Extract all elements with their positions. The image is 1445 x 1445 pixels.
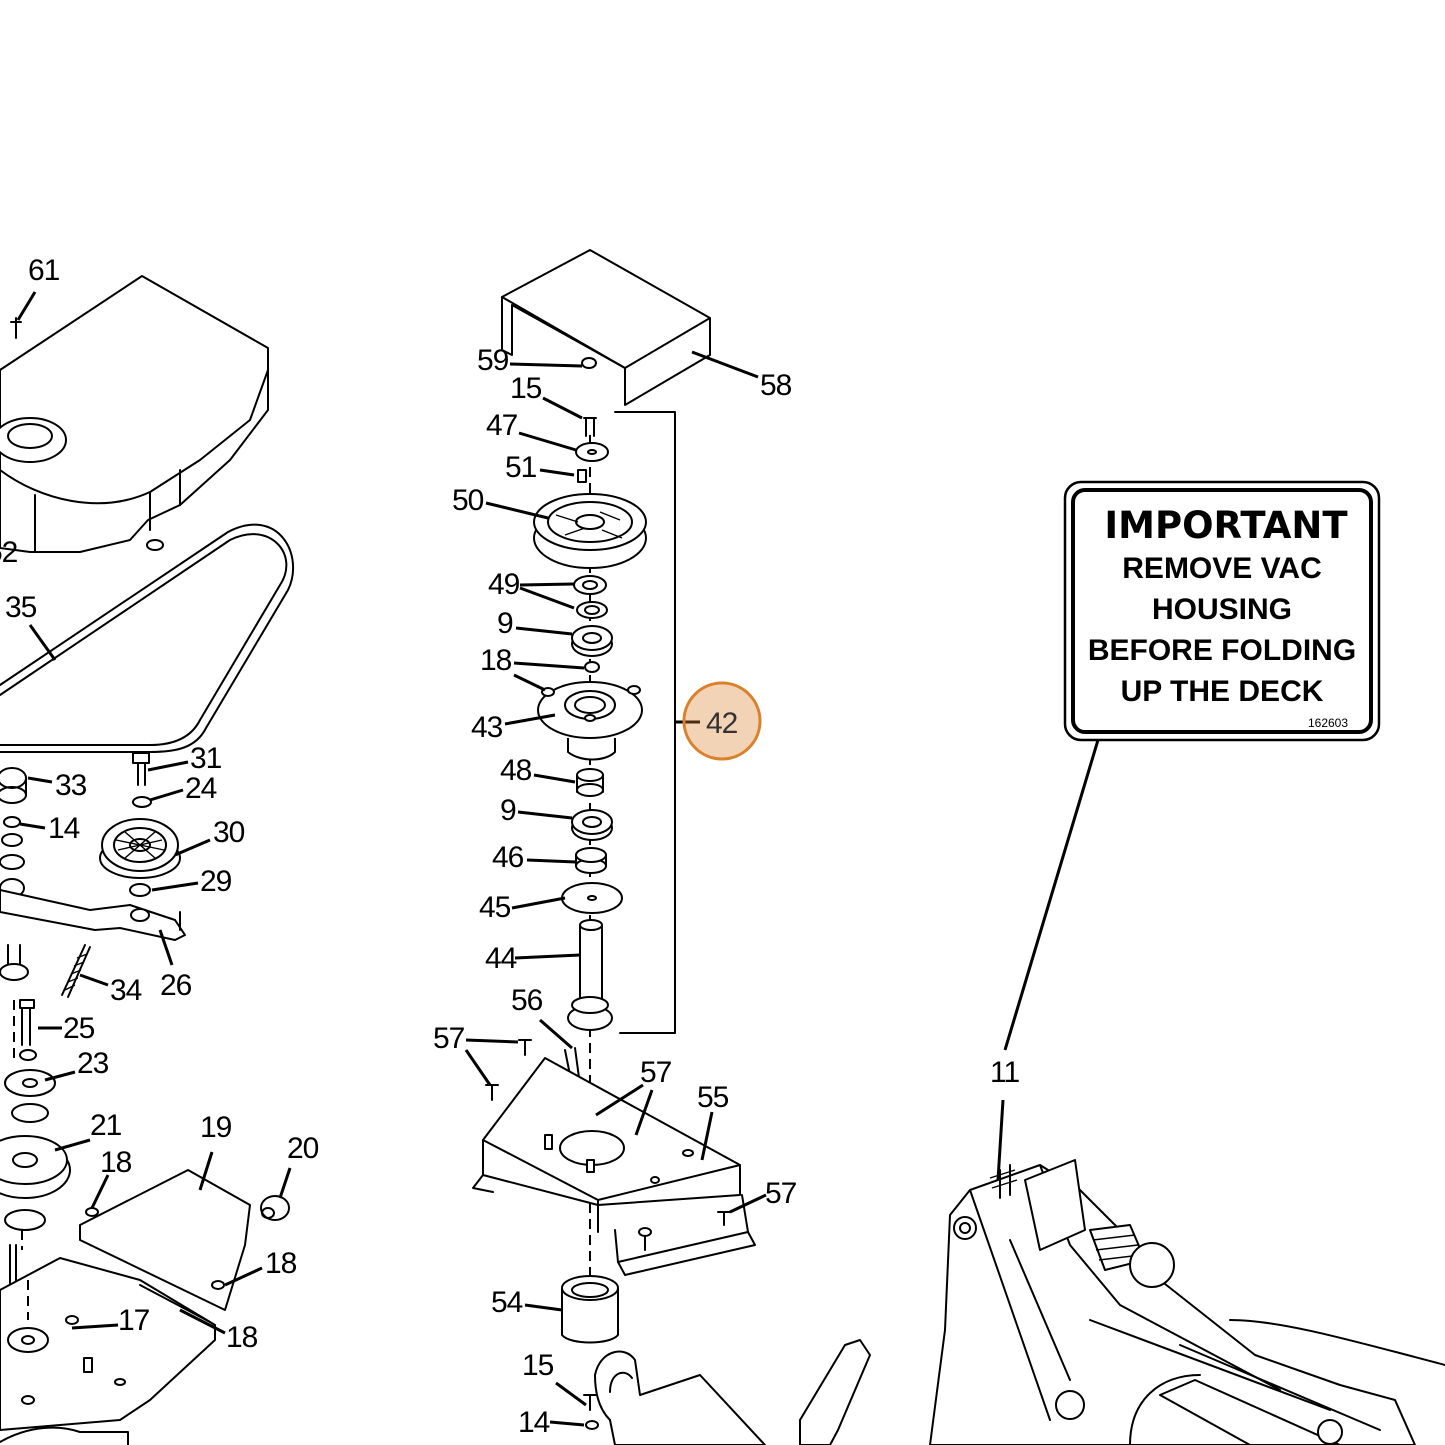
callout-44: 44 (485, 942, 517, 975)
right-deck-assembly (594, 1159, 1445, 1445)
callout-46: 46 (492, 841, 524, 874)
left-drive-assembly (0, 275, 294, 1445)
callout-57-a: 57 (433, 1022, 465, 1055)
callout-25: 25 (63, 1012, 95, 1045)
callout-23: 23 (77, 1047, 109, 1080)
callout-14-left: 14 (48, 812, 80, 845)
decal-line-4: UP THE DECK (1121, 675, 1324, 708)
decal-line-3: BEFORE FOLDING (1088, 634, 1356, 667)
callout-48: 48 (500, 754, 532, 787)
callout-20: 20 (287, 1132, 319, 1165)
callout-30: 30 (213, 816, 245, 849)
decal-line-2: HOUSING (1152, 593, 1292, 626)
callout-24: 24 (185, 772, 217, 805)
decal-title: IMPORTANT (1104, 504, 1348, 547)
highlight-circle (682, 681, 762, 761)
callout-50: 50 (452, 484, 484, 517)
callout-49: 49 (488, 568, 520, 601)
center-spindle-assembly (472, 249, 756, 1430)
callout-31: 31 (190, 742, 222, 775)
callout-18-left-c: 18 (226, 1321, 258, 1354)
callout-52: 52 (0, 536, 18, 569)
highlighted-callout-42[interactable]: 42 (682, 681, 762, 761)
callout-54: 54 (491, 1286, 523, 1319)
callout-47: 47 (486, 409, 518, 442)
callout-15-lower: 15 (522, 1349, 554, 1382)
important-decal: IMPORTANT REMOVE VAC HOUSING BEFORE FOLD… (1063, 480, 1381, 742)
callout-11: 11 (990, 1056, 1019, 1089)
callout-9-upper: 9 (497, 607, 513, 640)
callout-9-lower: 9 (500, 794, 516, 827)
callout-29: 29 (200, 865, 232, 898)
callout-58: 58 (760, 369, 792, 402)
callout-45: 45 (479, 891, 511, 924)
callout-34: 34 (110, 974, 142, 1007)
callout-labels: 61 52 35 33 31 24 14 30 29 26 34 25 23 2… (0, 254, 1020, 1439)
callout-19: 19 (200, 1111, 232, 1144)
callout-51: 51 (505, 451, 537, 484)
callout-56: 56 (511, 984, 543, 1017)
callout-21: 21 (90, 1109, 122, 1142)
callout-15-center: 15 (510, 372, 542, 405)
callout-33: 33 (55, 769, 87, 802)
decal-line-1: REMOVE VAC (1122, 552, 1321, 585)
callout-18-left-a: 18 (100, 1146, 132, 1179)
decal-code: 162603 (1308, 716, 1348, 730)
callout-61: 61 (28, 254, 60, 287)
leader-lines (16, 291, 1100, 1427)
callout-35: 35 (5, 591, 37, 624)
callout-17: 17 (118, 1304, 150, 1337)
callout-55: 55 (697, 1081, 729, 1114)
callout-42: 42 (706, 707, 738, 740)
callout-26: 26 (160, 969, 192, 1002)
callout-18-center: 18 (480, 644, 512, 677)
callout-18-left-b: 18 (265, 1247, 297, 1280)
callout-59: 59 (477, 344, 509, 377)
callout-57-b: 57 (640, 1056, 672, 1089)
callout-43: 43 (471, 711, 503, 744)
callout-14-lower: 14 (518, 1406, 550, 1439)
callout-57-c: 57 (765, 1177, 797, 1210)
